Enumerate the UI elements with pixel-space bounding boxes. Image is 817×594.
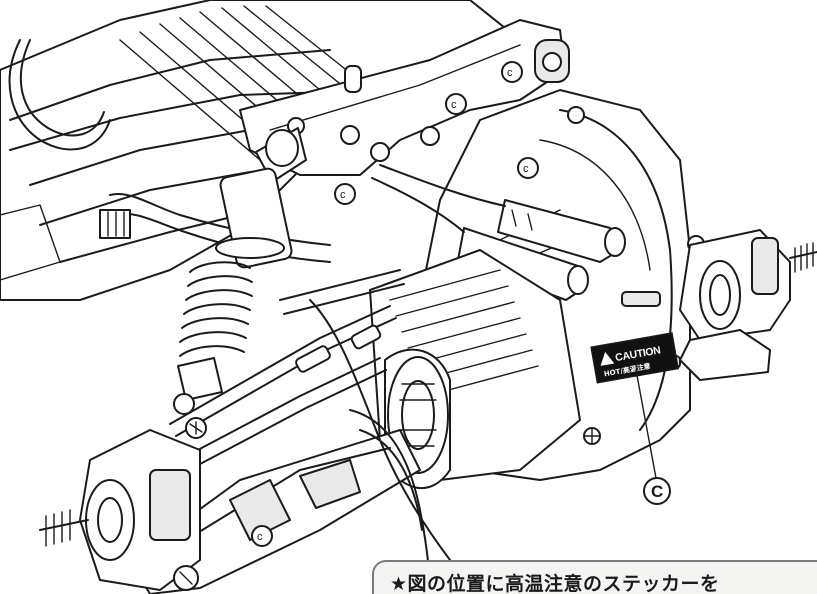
caution-sticker: CAUTION HOT/高温注意	[590, 332, 680, 384]
warning-triangle-icon	[600, 351, 615, 366]
part-marker-c: c	[523, 163, 529, 175]
part-marker-c: c	[507, 67, 513, 79]
part-marker-c: c	[451, 99, 457, 111]
instruction-note-text: ★図の位置に高温注意のステッカーを	[390, 573, 720, 594]
shock-absorber	[177, 127, 307, 401]
right-hub-assembly	[679, 229, 817, 381]
callout-c: C	[635, 369, 671, 505]
shock-tower: c c c	[239, 19, 570, 205]
part-marker-c: c	[340, 189, 346, 201]
callout-letter: C	[651, 482, 663, 501]
left-hub-assembly	[39, 429, 201, 591]
instruction-note: ★図の位置に高温注意のステッカーを	[372, 560, 817, 594]
circled-letter-callout-icon	[643, 477, 671, 505]
lower-suspension-arm: c	[129, 269, 421, 594]
part-marker-c: c	[257, 531, 263, 543]
wire-harness	[8, 39, 331, 263]
fuel-line-fittings	[371, 164, 626, 301]
